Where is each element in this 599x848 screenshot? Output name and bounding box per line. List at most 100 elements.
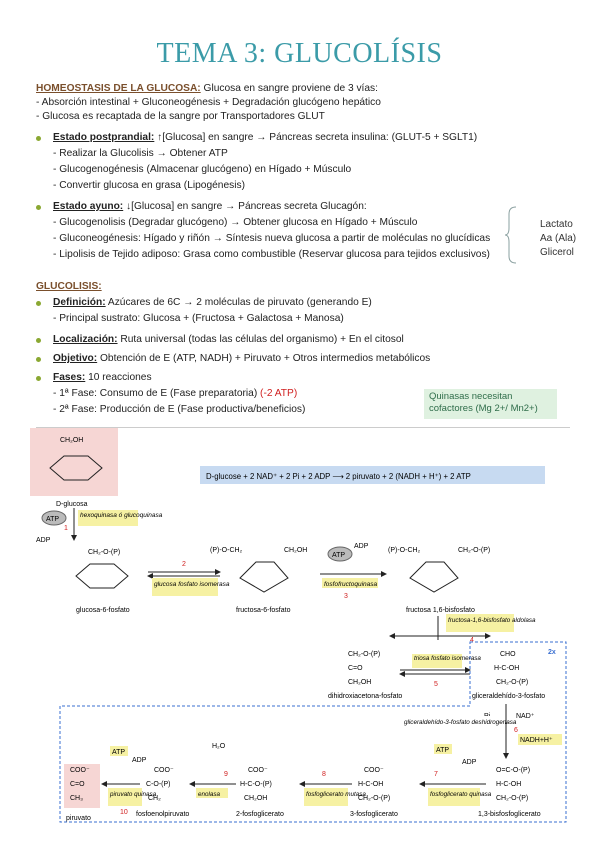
postprandial-item-3: - Convertir glucosa en grasa (Lipogénesi… [53, 180, 245, 191]
definicion-label: Definición: [53, 297, 106, 308]
postprandial-label: Estado postprandial: [53, 132, 155, 143]
fases-label: Fases: [53, 372, 86, 383]
objetivo-line: Objetivo: Obtención de E (ATP, NADH) + P… [53, 352, 430, 365]
svg-text:(P)-O-CH₂: (P)-O-CH₂ [388, 547, 421, 554]
mol-pg2: 2-fosfoglicerato [236, 811, 284, 818]
glycolysis-diagram: CH₂OH D-glucosa D-glucose + 2 NAD⁺ + 2 P… [30, 428, 567, 823]
enzyme-7: fosfoglicerato quinasa [430, 791, 492, 798]
fase1-line: - 1ª Fase: Consumo de E (Fase preparator… [53, 387, 297, 400]
enzyme-10: piruvato quinasa [109, 791, 157, 798]
svg-text:CH₂OH: CH₂OH [348, 679, 371, 686]
homeostasis-intro: Glucosa en sangre proviene de 3 vías: [200, 83, 378, 94]
ayuno-label: Estado ayuno: [53, 201, 124, 212]
fases-text: 10 reacciones [85, 372, 152, 383]
atp-1: ATP [46, 516, 59, 523]
mol-g3p: gliceraldehído-3-fosfato [472, 693, 545, 700]
enzyme-9: enolasa [198, 791, 221, 798]
fases-line: Fases: 10 reacciones [53, 371, 152, 384]
mol-bpg13: 1,3-bisfosfoglicerato [478, 811, 541, 818]
svg-text:CH₃: CH₃ [70, 795, 83, 802]
atp-7: ATP [436, 747, 449, 754]
svg-text:COO⁻: COO⁻ [364, 767, 384, 774]
enzyme-5: triosa fosfato isomerasa [414, 655, 481, 662]
side-aa: Aa (Ala) [540, 233, 577, 244]
svg-text:CH₂-O-(P): CH₂-O-(P) [88, 549, 120, 556]
svg-text:H-C-OH: H-C-OH [496, 781, 521, 788]
atp-10: ATP [112, 749, 125, 756]
step-6: 6 [514, 727, 518, 734]
equation: D-glucose + 2 NAD⁺ + 2 Pi + 2 ADP ⟶ 2 pi… [206, 472, 471, 481]
x2-label: 2x [548, 649, 556, 656]
svg-text:C-O-(P): C-O-(P) [146, 781, 171, 788]
equation-box [200, 466, 545, 484]
definicion-sub: - Principal sustrato: Glucosa + (Fructos… [53, 313, 344, 324]
enzyme-4: fructosa-1,6-bisfosfato aldolasa [448, 617, 536, 624]
brace-icon [504, 206, 517, 264]
svg-text:COO⁻: COO⁻ [154, 767, 174, 774]
mol-pep: fosfoenolpiruvato [136, 811, 189, 818]
localizacion-line: Localización: Ruta universal (todas las … [53, 333, 404, 346]
ayuno-item-3: - Lipolisis de Tejido adiposo: Grasa com… [53, 249, 490, 260]
postprandial-item-2: - Glucogenogénesis (Almacenar glucógeno)… [53, 164, 352, 175]
step-2: 2 [182, 561, 186, 568]
svg-text:CH₂OH: CH₂OH [284, 547, 307, 554]
adp-10: ADP [132, 757, 147, 764]
side-glicerol: Glicerol [540, 247, 574, 258]
step-9: 9 [224, 771, 228, 778]
dashed-region [59, 641, 567, 823]
step-3: 3 [344, 593, 348, 600]
mol-f6p: fructosa-6-fosfato [236, 607, 291, 614]
adp-7: ADP [462, 759, 477, 766]
svg-text:COO⁻: COO⁻ [248, 767, 268, 774]
dglucosa-structure [49, 455, 103, 481]
svg-text:H-C-OH: H-C-OH [358, 781, 383, 788]
mol-dglucosa: D-glucosa [56, 501, 88, 508]
svg-text:C=O: C=O [70, 781, 85, 788]
homeostasis-line: HOMEOSTASIS DE LA GLUCOSA: Glucosa en sa… [36, 82, 378, 95]
bullet-dot [36, 376, 41, 381]
svg-text:CH₂-O-(P): CH₂-O-(P) [348, 651, 380, 658]
step-10: 10 [120, 809, 128, 816]
postprandial-text: ↑[Glucosa] en sangre → Páncreas secreta … [154, 132, 478, 143]
nadh-6: NADH+H⁺ [520, 737, 553, 744]
atp-3: ATP [332, 552, 345, 559]
svg-text:CH₂OH: CH₂OH [244, 795, 267, 802]
dglucosa-highlight [30, 428, 118, 496]
bullet-dot [36, 357, 41, 362]
ayuno-item-1: - Glucogenolisis (Degradar glucógeno) → … [53, 217, 418, 228]
step-8: 8 [322, 771, 326, 778]
svg-text:CH₂OH: CH₂OH [60, 437, 83, 444]
svg-text:CHO: CHO [500, 651, 516, 658]
bullet-dot [36, 136, 41, 141]
fase2-line: - 2ª Fase: Producción de E (Fase product… [53, 404, 306, 415]
definicion-line: Definición: Azúcares de 6C → 2 moléculas… [53, 296, 372, 309]
quinasas-note: Quinasas necesitan cofactores (Mg 2+/ Mn… [424, 389, 557, 419]
postprandial-line: Estado postprandial: ↑[Glucosa] en sangr… [53, 131, 477, 144]
fase1-text: - 1ª Fase: Consumo de E (Fase preparator… [53, 388, 261, 399]
bullet-dot [36, 205, 41, 210]
mol-pg3: 3-fosfoglicerato [350, 811, 398, 818]
localizacion-text: Ruta universal (todas las células del or… [117, 334, 404, 345]
objetivo-text: Obtención de E (ATP, NADH) + Piruvato + … [97, 353, 431, 364]
svg-text:(P)-O-CH₂: (P)-O-CH₂ [210, 547, 243, 554]
bullet-dot [36, 301, 41, 306]
mol-dhap: dihidroxiacetona-fosfato [328, 693, 402, 700]
step-7: 7 [434, 771, 438, 778]
svg-text:CH₂-O-(P): CH₂-O-(P) [358, 795, 390, 802]
ayuno-item-2: - Gluconeogénesis: Hígado y riñón → Sínt… [53, 233, 491, 244]
svg-text:C=O: C=O [348, 665, 363, 672]
enzyme-6: gliceraldehído-3-fosfato deshidrogenasa [404, 719, 517, 726]
enzyme-1: hexoquinasa ó glucoquinasa [80, 512, 163, 519]
svg-text:H-C-O-(P): H-C-O-(P) [240, 781, 272, 788]
homeostasis-heading: HOMEOSTASIS DE LA GLUCOSA: [36, 83, 201, 94]
svg-text:COO⁻: COO⁻ [70, 767, 90, 774]
definicion-text: Azúcares de 6C → 2 moléculas de piruvato… [105, 297, 372, 308]
bullet-dot [36, 338, 41, 343]
svg-text:CH₂-O-(P): CH₂-O-(P) [496, 795, 528, 802]
separator [36, 427, 570, 428]
svg-text:CH₂-O-(P): CH₂-O-(P) [496, 679, 528, 686]
h2o-9: H₂O [212, 743, 226, 750]
nad-6: NAD⁺ [516, 713, 535, 720]
note-line-2: cofactores (Mg 2+/ Mn2+) [429, 403, 538, 414]
adp-1: ADP [36, 537, 51, 544]
